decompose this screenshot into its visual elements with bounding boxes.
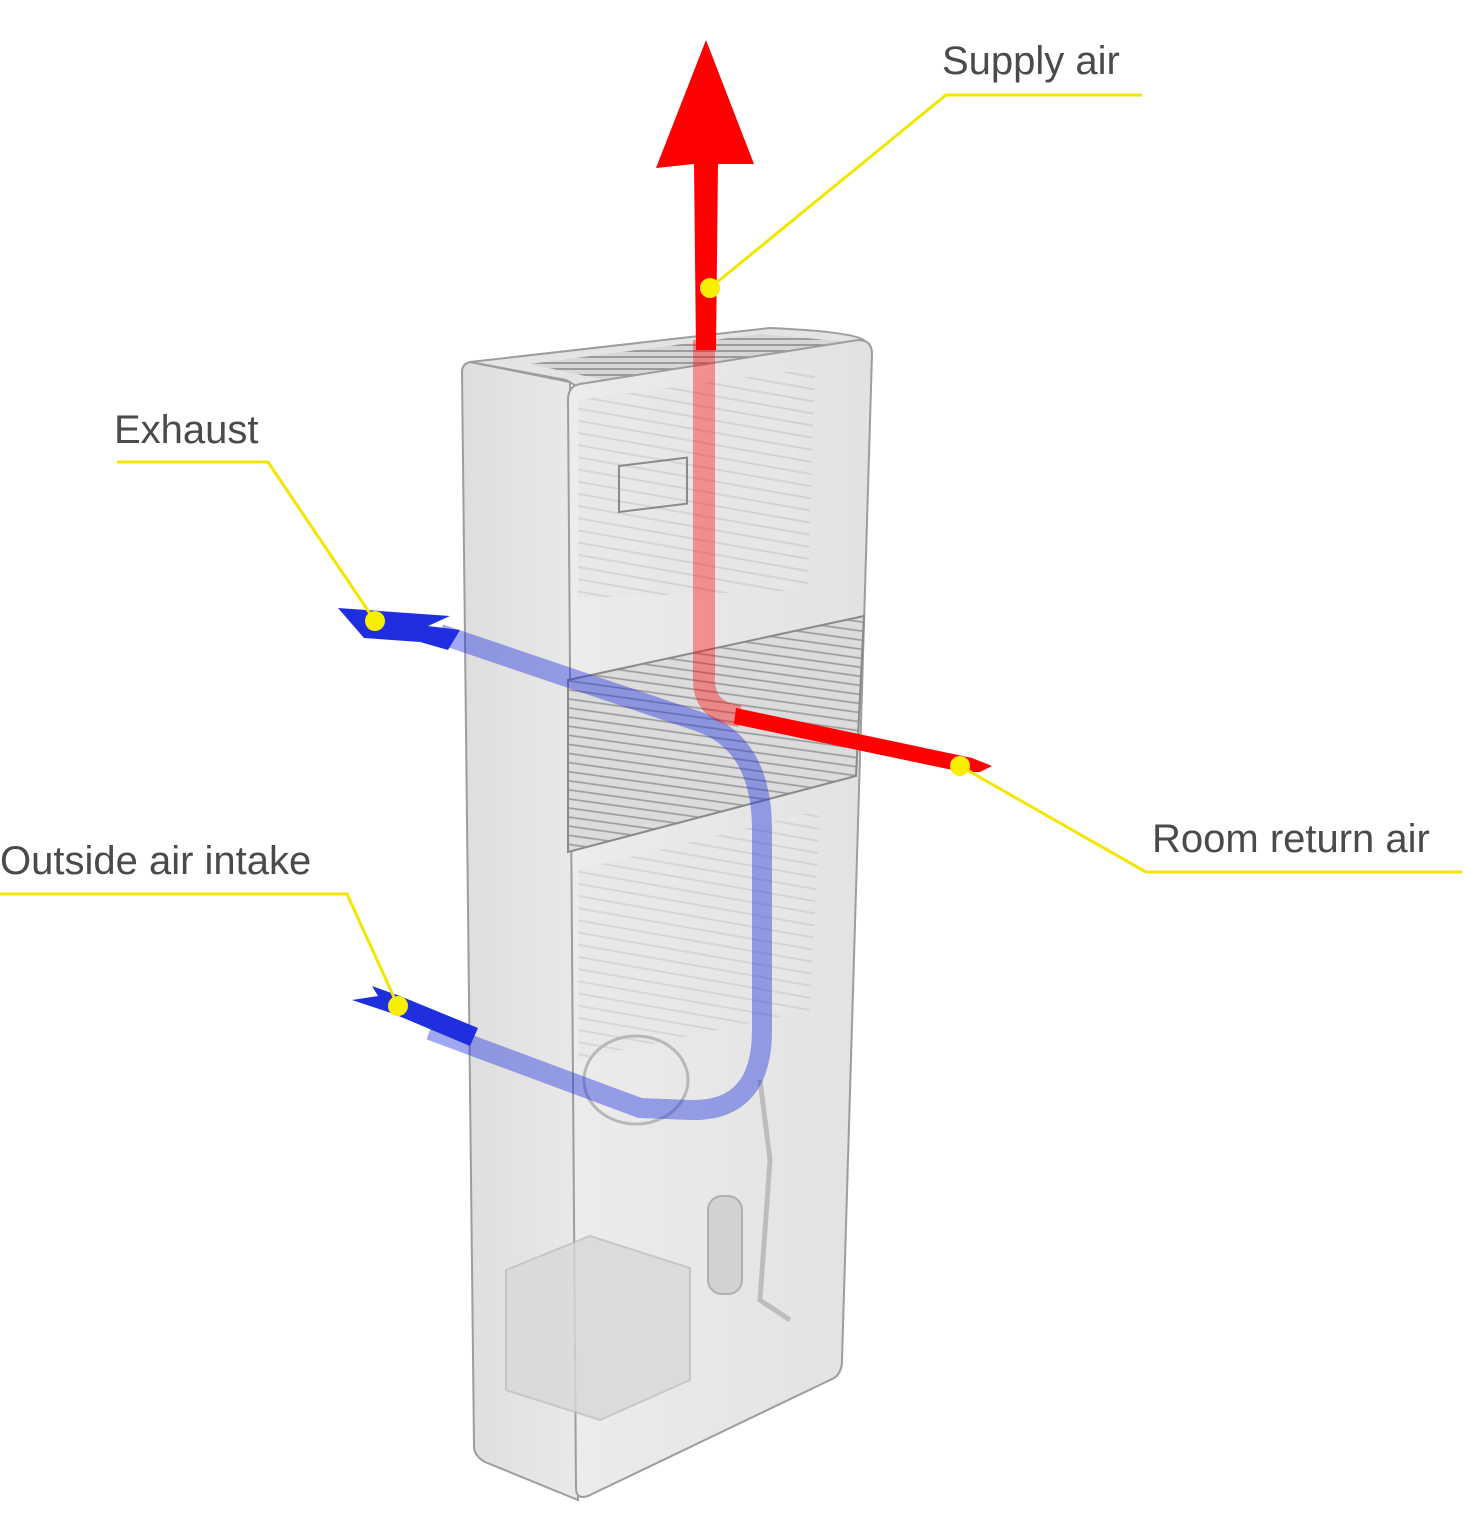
exhaust-label: Exhaust <box>114 408 259 452</box>
labels: Supply air Exhaust Room return air Outsi… <box>0 39 1430 883</box>
callouts <box>0 93 1462 1016</box>
supply-air-label: Supply air <box>942 39 1120 83</box>
room-return-air-label: Room return air <box>1152 817 1430 861</box>
supply-air-dot <box>700 278 720 298</box>
room-return-air-leader <box>959 764 1462 874</box>
exhaust-leader <box>117 460 377 622</box>
return-air-louver <box>567 614 866 854</box>
outside-air-intake-leader <box>0 892 400 1007</box>
upper-coil <box>578 368 815 598</box>
outside-air-intake-dot <box>388 996 408 1016</box>
lower-coil <box>578 810 820 1060</box>
room-return-air-arrow <box>734 708 992 772</box>
room-return-air-duct <box>693 340 742 727</box>
control-display <box>618 456 688 514</box>
warm-air-path <box>656 40 992 772</box>
compressor <box>707 1195 743 1295</box>
top-exhaust-grille <box>530 334 850 380</box>
cabinet-side-face <box>460 360 580 1502</box>
outside-air-intake-arrow <box>352 986 478 1046</box>
exhaust-dot <box>365 611 385 631</box>
outside-air-intake-label: Outside air intake <box>0 839 311 883</box>
refrigerant-pipe <box>757 1079 792 1323</box>
hvac-cabinet <box>460 326 874 1502</box>
blower-fan <box>582 1034 690 1126</box>
exhaust-arrow <box>338 608 460 650</box>
electrical-box <box>505 1234 691 1422</box>
room-return-air-dot <box>950 756 970 776</box>
supply-air-arrow <box>656 40 754 350</box>
supply-air-leader <box>709 93 1142 290</box>
exhaust-intake-loop <box>426 624 772 1121</box>
